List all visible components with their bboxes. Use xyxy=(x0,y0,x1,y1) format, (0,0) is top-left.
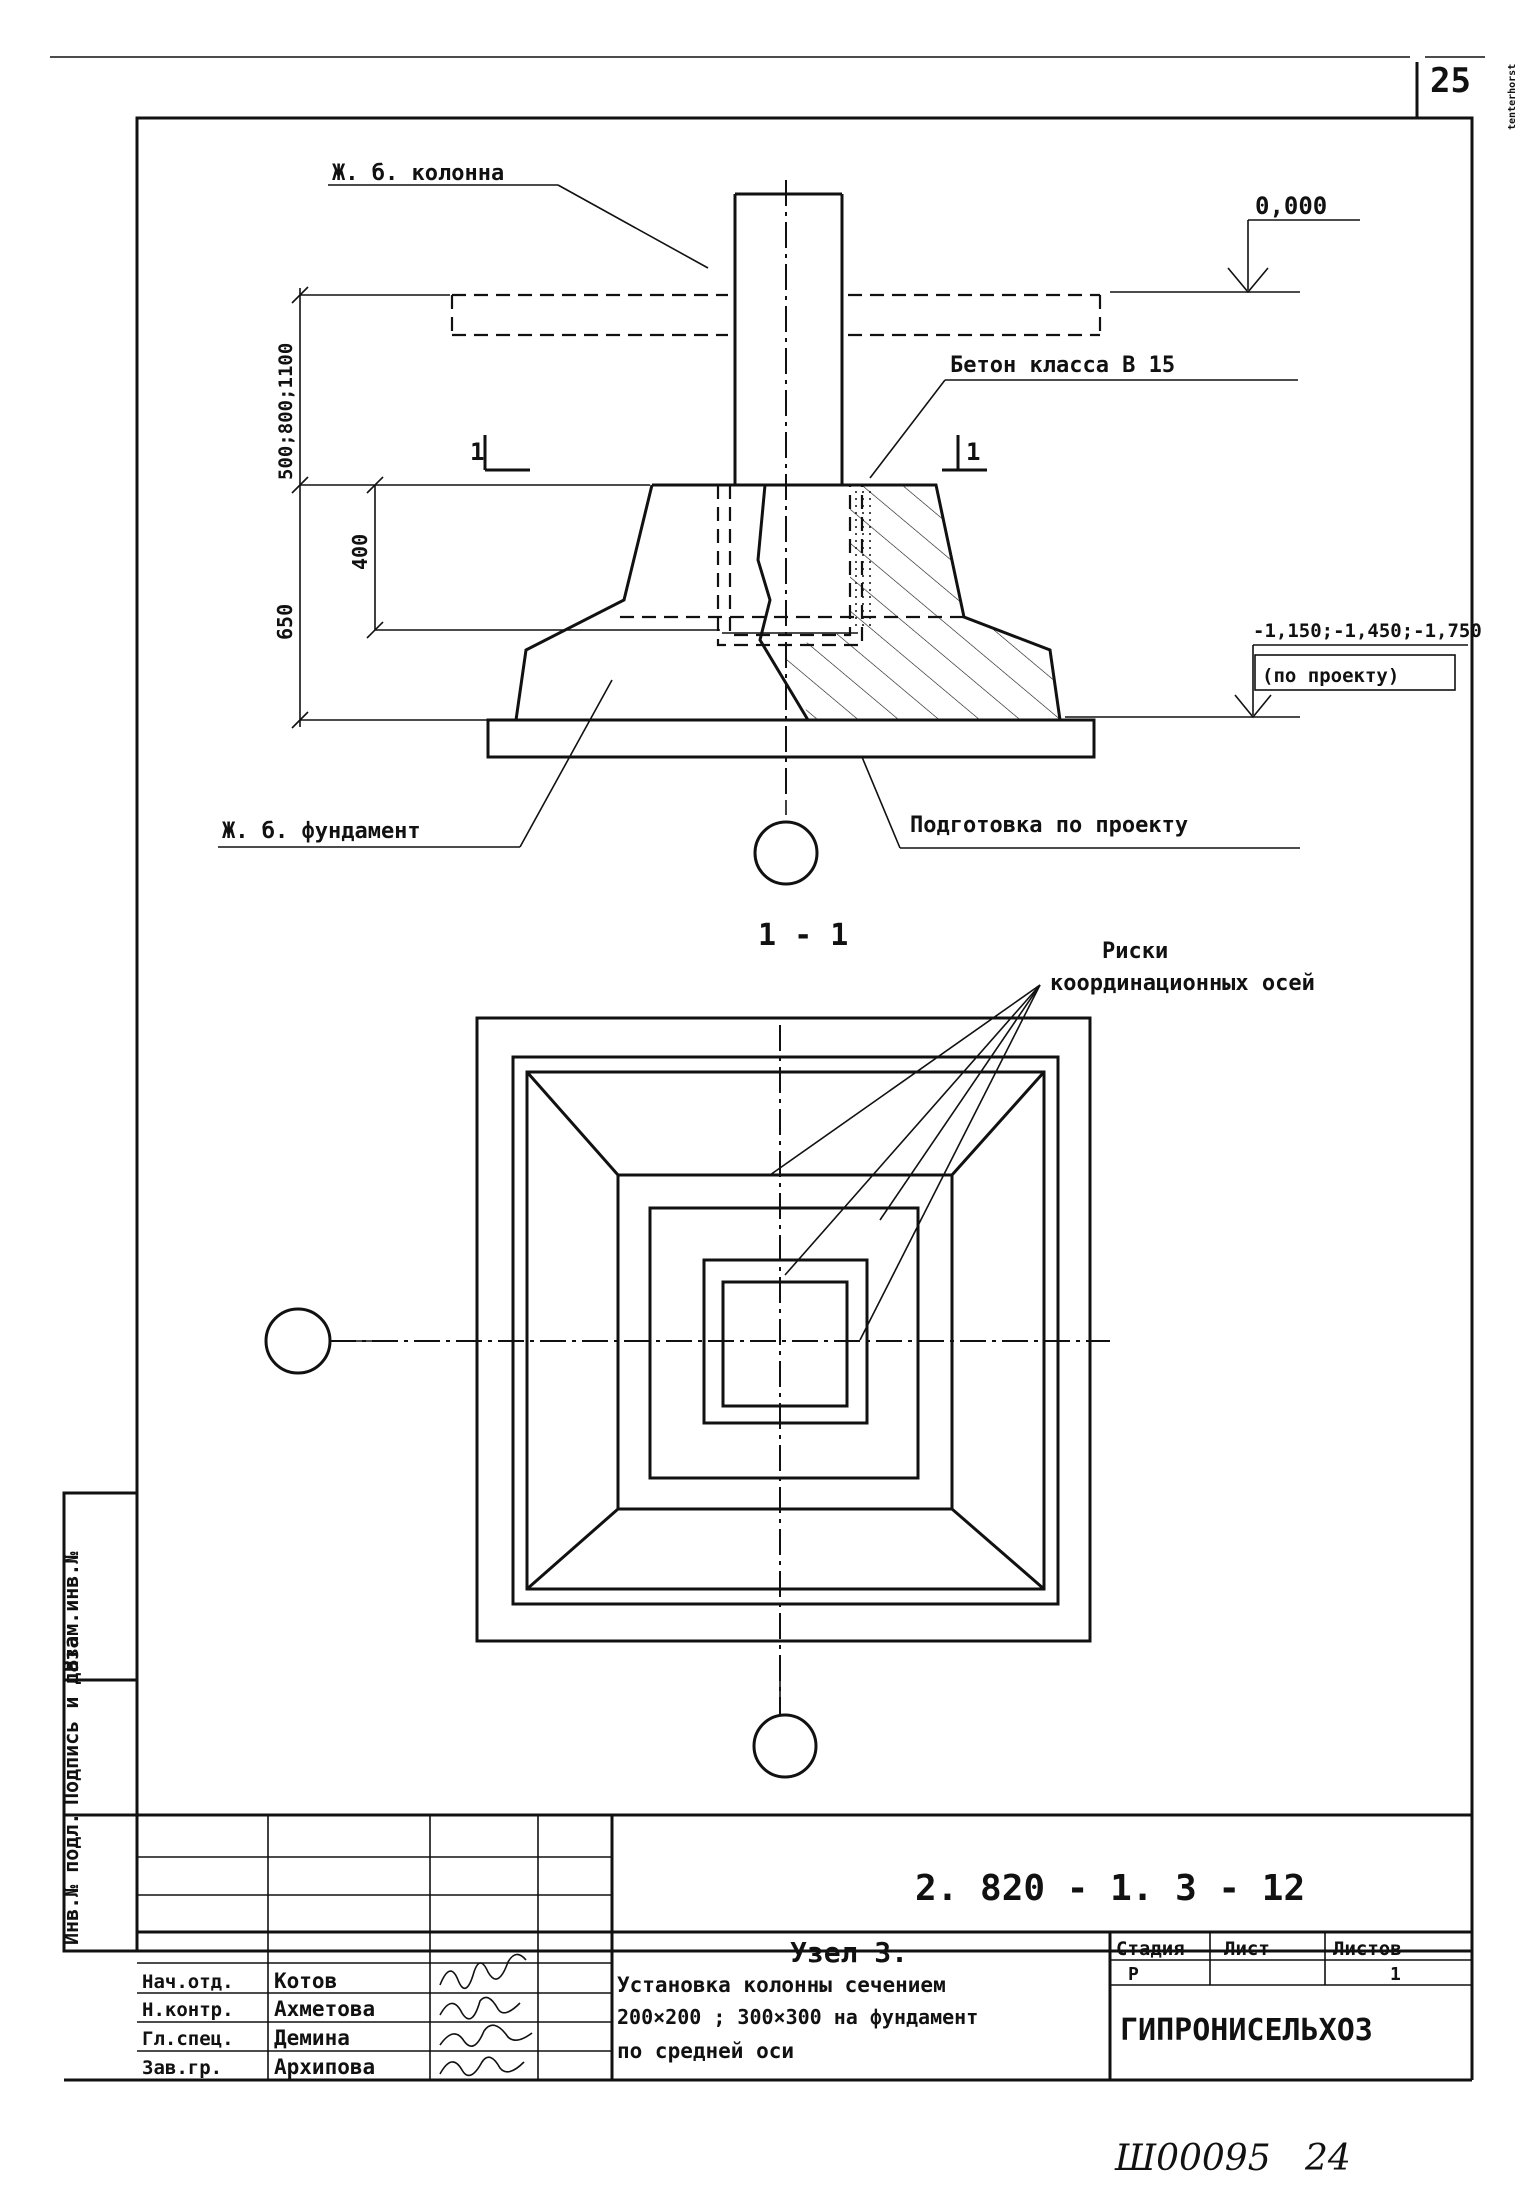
stage-value: Р xyxy=(1128,1964,1139,1985)
organization: ГИПРОНИСЕЛЬХОЗ xyxy=(1120,2013,1373,2048)
level-bottom-label: -1,150;-1,450;-1,750 xyxy=(1253,620,1482,642)
name-0: Котов xyxy=(274,1969,337,1993)
name-3: Архипова xyxy=(274,2055,375,2079)
concrete-label: Бетон класса В 15 xyxy=(950,353,1175,378)
corner-stamp: tenterhorst xyxy=(1507,64,1518,130)
break-line xyxy=(756,484,810,721)
doc-code: 2. 820 - 1. 3 - 12 xyxy=(915,1868,1305,1909)
foundation-label: Ж. б. фундамент xyxy=(222,819,421,844)
role-2: Гл.спец. xyxy=(142,2028,234,2050)
preparation-layer xyxy=(486,718,1096,759)
desc-line-1: Установка колонны сечением xyxy=(617,1973,946,1997)
role-0: Нач.отд. xyxy=(142,1971,234,1993)
bottom-page: 24 xyxy=(1304,2138,1351,2179)
level-bottom-note: (по проекту) xyxy=(1262,665,1399,687)
floor-slab xyxy=(450,293,1102,337)
side-stamp: Инв.№ подл. Подпись и дата Взам.инв.№ xyxy=(59,1551,83,1945)
axis-bubble-plan-left xyxy=(264,1307,332,1375)
node-title: Узел 3. xyxy=(790,1936,908,1969)
column xyxy=(716,192,864,647)
section-view: Ж. б. колонна 0,000 Бетон класса В 15 xyxy=(218,161,1482,953)
section-title: 1 - 1 xyxy=(758,918,848,953)
desc-line-2: 200×200 ; 300×300 на фундамент xyxy=(617,2005,978,2029)
signatures xyxy=(439,1953,533,2077)
col-sheets: Листов xyxy=(1333,1938,1402,1960)
corner-page-number: 25 xyxy=(1430,61,1471,101)
name-2: Демина xyxy=(274,2026,350,2050)
plan-view: Риски координационных осей xyxy=(264,939,1315,1779)
name-1: Ахметова xyxy=(274,1997,375,2021)
column-label: Ж. б. колонна xyxy=(332,161,504,186)
bottom-code: Ш00095 xyxy=(1114,2138,1271,2179)
side-sign-date: Подпись и дата xyxy=(59,1636,83,1805)
cut-marks: 1 1 xyxy=(470,435,987,472)
dimensions: 500;800;1100 650 400 xyxy=(273,286,720,729)
dim-outer: 500;800;1100 xyxy=(275,343,297,480)
axis-bubble-section xyxy=(753,820,819,886)
axis-bubble-plan-bottom xyxy=(752,1713,818,1779)
cut-mark-right: 1 xyxy=(966,438,980,466)
level-top-label: 0,000 xyxy=(1255,192,1327,220)
role-1: Н.контр. xyxy=(142,1999,234,2021)
level-top-marker: 0,000 xyxy=(1110,192,1360,294)
marks-label-1: Риски xyxy=(1102,939,1168,964)
role-3: Зав.гр. xyxy=(142,2057,222,2079)
plan-outer-square xyxy=(475,1016,1092,1643)
cut-mark-left: 1 xyxy=(470,438,484,466)
dim-650: 650 xyxy=(273,604,297,640)
sheets-value: 1 xyxy=(1390,1964,1401,1985)
marks-label-2: координационных осей xyxy=(1050,971,1315,996)
desc-line-3: по средней оси xyxy=(617,2039,794,2063)
roles-table: Нач.отд. Котов Н.контр. Ахметова Гл.спец… xyxy=(142,1969,375,2079)
side-inv-repl: Взам.инв.№ xyxy=(59,1551,83,1672)
level-bottom-marker: -1,150;-1,450;-1,750 (по проекту) xyxy=(1065,620,1482,719)
concrete-infill xyxy=(782,485,1060,720)
prep-label: Подготовка по проекту xyxy=(910,813,1188,838)
sheet-border xyxy=(50,56,1485,1953)
col-sheet: Лист xyxy=(1224,1938,1270,1960)
dim-400: 400 xyxy=(348,534,372,570)
title-block xyxy=(64,1813,1474,2082)
side-inv-orig: Инв.№ подл. xyxy=(59,1813,83,1945)
col-stage: Стадия xyxy=(1116,1938,1185,1960)
plan-column xyxy=(721,1280,849,1408)
